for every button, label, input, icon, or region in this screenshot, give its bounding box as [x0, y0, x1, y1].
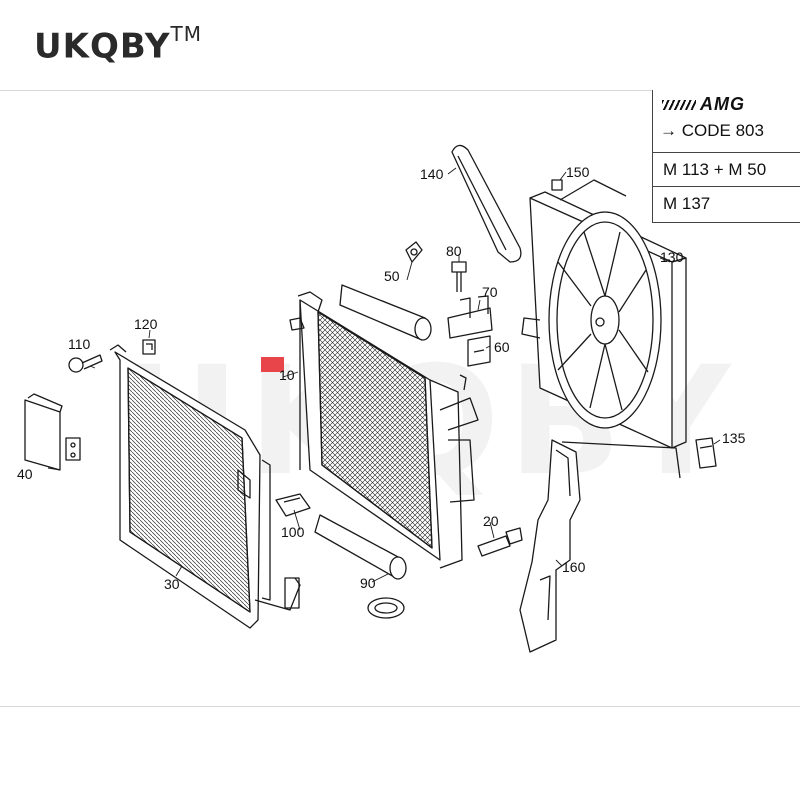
trademark-symbol: TM [170, 22, 203, 46]
label-part-160: 160 [562, 559, 586, 575]
clip-part-120 [142, 339, 156, 355]
hose-part-90 [314, 514, 407, 619]
mount-part-60 [467, 335, 491, 367]
brand-name: UKQBY [34, 26, 171, 67]
bolt-part-80 [451, 261, 467, 292]
label-part-30: 30 [164, 576, 180, 592]
air-duct-part-160 [519, 439, 581, 653]
label-part-20: 20 [483, 513, 499, 529]
label-part-10: 10 [279, 367, 295, 383]
amg-logo: AMG [662, 94, 745, 115]
belt-part-140 [451, 144, 522, 263]
label-part-100: 100 [281, 524, 305, 540]
brand-logo: UKQBYTM [34, 22, 202, 67]
highlight-marker [261, 357, 284, 372]
drier-bracket-part-40 [24, 393, 81, 471]
arrow-right-icon: → [660, 121, 677, 140]
bolt-part-110 [68, 354, 103, 373]
label-part-90: 90 [360, 575, 376, 591]
sensor-part-20 [477, 527, 523, 557]
label-part-140: 140 [420, 166, 444, 182]
cover-part-100 [275, 493, 311, 517]
amg-stripes-icon [662, 100, 696, 111]
clip-part-150 [551, 179, 563, 191]
label-part-50: 50 [384, 268, 400, 284]
code-row-engine-1: M 113 + M 50 [653, 152, 800, 186]
code-box: M 113 + M 50 M 137 [652, 90, 800, 223]
label-part-110: 110 [68, 336, 91, 352]
amg-logo-text: AMG [700, 94, 745, 114]
leader-lines [47, 167, 721, 583]
label-part-120: 120 [134, 316, 158, 332]
code-row-engine-2: M 137 [653, 186, 800, 222]
code-row-arrow: → CODE 803 [660, 121, 764, 141]
label-part-80: 80 [446, 243, 462, 259]
label-part-70: 70 [482, 284, 498, 300]
radiator-part-10 [289, 291, 479, 569]
fan-assembly-part-130 [521, 179, 687, 479]
label-part-40: 40 [17, 466, 33, 482]
label-part-150: 150 [566, 164, 590, 180]
condenser-part-30 [109, 344, 301, 629]
label-part-130: 130 [660, 249, 684, 265]
bracket-part-70 [447, 295, 493, 339]
label-part-135: 135 [722, 430, 746, 446]
code-label: CODE 803 [681, 121, 764, 140]
hose-part-50 [339, 241, 432, 341]
label-part-60: 60 [494, 339, 510, 355]
clip-part-135 [695, 437, 717, 469]
